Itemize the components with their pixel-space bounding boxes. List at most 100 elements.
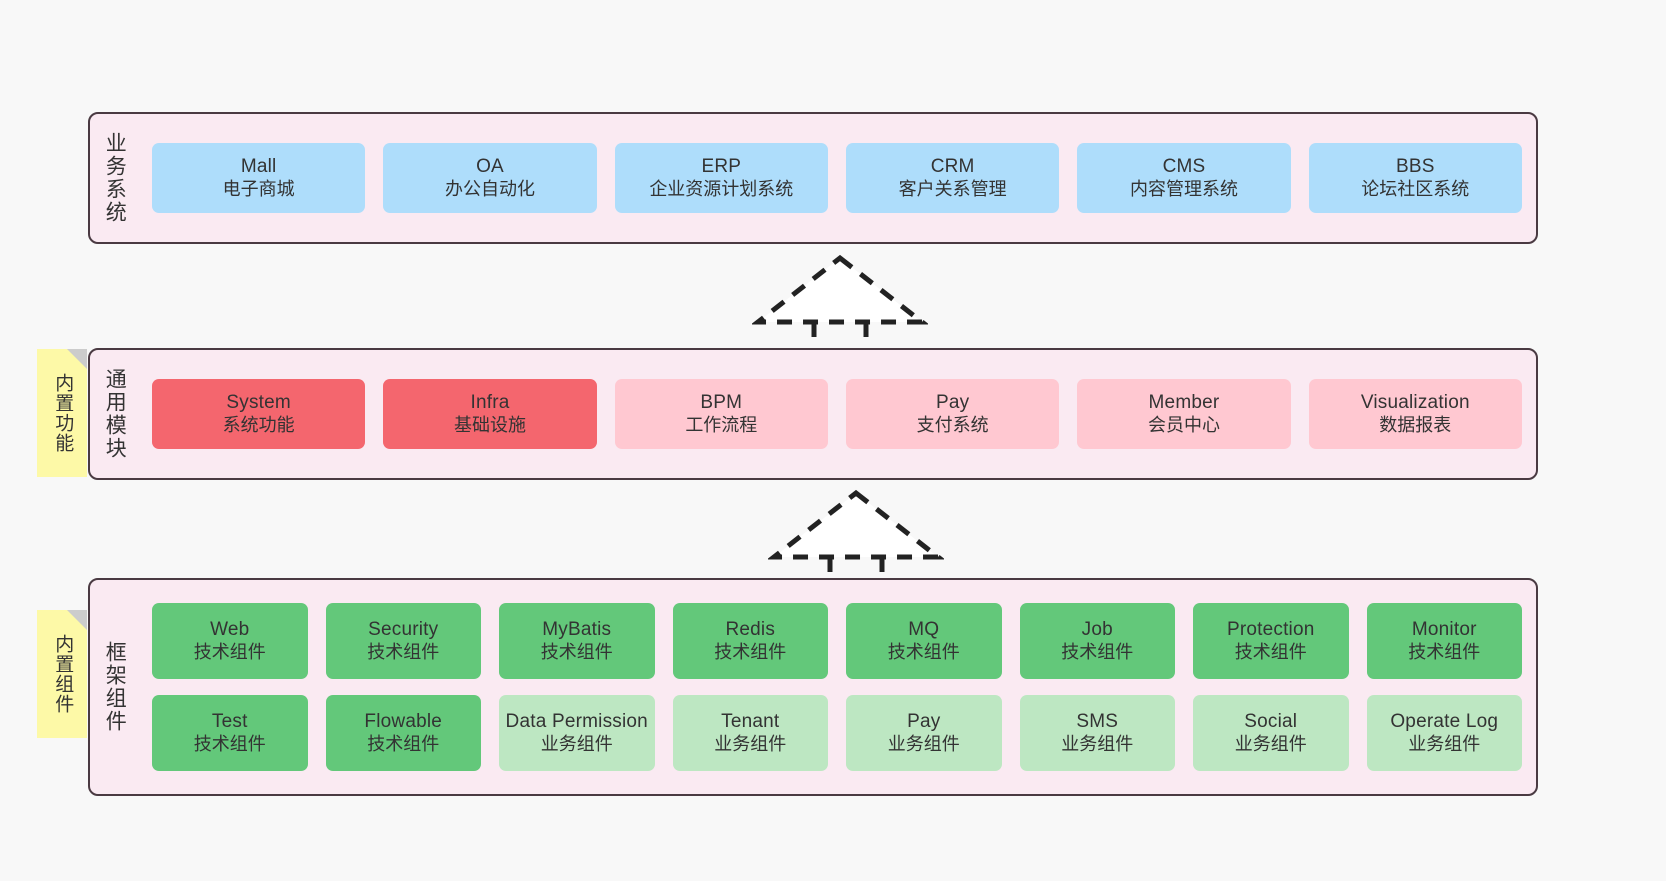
card-title-cn: 业务组件 [1234, 733, 1307, 754]
card-erp[interactable]: ERP 企业资源计划系统 [614, 143, 828, 213]
card-title-cn: 会员中心 [1147, 414, 1220, 435]
layer-business-title: 业务系统 [103, 132, 127, 224]
card-system[interactable]: System 系统功能 [152, 379, 366, 449]
layer-common-module: 通用模块 System 系统功能 Infra 基础设施 BPM 工作流程 Pay… [88, 348, 1538, 480]
card-title-en: CMS [1162, 156, 1206, 178]
card-title-en: Job [1081, 619, 1113, 641]
card-title-en: Mall [240, 156, 277, 178]
card-title-cn: 技术组件 [193, 733, 266, 754]
layer-framework-body: Web 技术组件 Security 技术组件 MyBatis 技术组件 Redi… [138, 580, 1536, 794]
business-card-row: Mall 电子商城 OA 办公自动化 ERP 企业资源计划系统 CRM 客户关系… [152, 143, 1522, 213]
card-title-en: Visualization [1360, 392, 1470, 414]
card-title-cn: 业务组件 [887, 733, 960, 754]
card-flowable[interactable]: Flowable 技术组件 [325, 695, 481, 771]
card-social[interactable]: Social 业务组件 [1193, 695, 1349, 771]
card-visualization[interactable]: Visualization 数据报表 [1308, 379, 1522, 449]
card-crm[interactable]: CRM 客户关系管理 [845, 143, 1060, 213]
card-title-en: Redis [725, 619, 776, 641]
layer-common-body: System 系统功能 Infra 基础设施 BPM 工作流程 Pay 支付系统… [138, 350, 1536, 478]
card-title-en: Security [368, 619, 439, 641]
common-card-row: System 系统功能 Infra 基础设施 BPM 工作流程 Pay 支付系统… [152, 379, 1522, 449]
connector-implement-arrow [768, 489, 944, 579]
card-title-cn: 系统功能 [222, 414, 295, 435]
card-mq[interactable]: MQ 技术组件 [846, 603, 1002, 679]
card-title-cn: 企业资源计划系统 [649, 178, 794, 199]
card-cms[interactable]: CMS 内容管理系统 [1077, 143, 1291, 213]
card-title-en: Flowable [364, 711, 443, 733]
card-title-cn: 工作流程 [685, 414, 758, 435]
layer-framework-title: 框架组件 [103, 641, 127, 733]
layer-business-body: Mall 电子商城 OA 办公自动化 ERP 企业资源计划系统 CRM 客户关系… [138, 114, 1536, 242]
card-operate-log[interactable]: Operate Log 业务组件 [1366, 695, 1522, 771]
card-mybatis[interactable]: MyBatis 技术组件 [499, 603, 655, 679]
card-title-cn: 内容管理系统 [1129, 178, 1238, 199]
card-title-en: Pay [935, 392, 970, 414]
card-title-en: Data Permission [505, 711, 648, 733]
card-title-en: Test [211, 711, 248, 733]
card-title-cn: 支付系统 [916, 414, 989, 435]
card-member[interactable]: Member 会员中心 [1077, 379, 1291, 449]
card-title-en: System [226, 392, 291, 414]
card-job[interactable]: Job 技术组件 [1019, 603, 1175, 679]
card-title-en: MQ [908, 619, 940, 641]
card-title-en: Infra [470, 392, 510, 414]
card-title-cn: 业务组件 [714, 733, 787, 754]
card-test[interactable]: Test 技术组件 [152, 695, 308, 771]
layer-common-title: 通用模块 [103, 368, 127, 460]
card-title-cn: 技术组件 [714, 641, 787, 662]
framework-tech-row: Web 技术组件 Security 技术组件 MyBatis 技术组件 Redi… [152, 603, 1522, 679]
card-title-en: Member [1148, 392, 1220, 414]
card-title-cn: 技术组件 [367, 641, 440, 662]
card-mall[interactable]: Mall 电子商城 [152, 143, 366, 213]
card-bbs[interactable]: BBS 论坛社区系统 [1308, 143, 1522, 213]
card-title-cn: 客户关系管理 [898, 178, 1007, 199]
card-title-cn: 技术组件 [887, 641, 960, 662]
card-title-en: Operate Log [1390, 711, 1499, 733]
card-title-cn: 业务组件 [540, 733, 613, 754]
card-security[interactable]: Security 技术组件 [325, 603, 481, 679]
card-title-en: CRM [930, 156, 975, 178]
card-title-en: Monitor [1411, 619, 1477, 641]
card-data-permission[interactable]: Data Permission 业务组件 [499, 695, 655, 771]
card-title-en: Social [1244, 711, 1298, 733]
card-title-en: SMS [1076, 711, 1119, 733]
card-bpm[interactable]: BPM 工作流程 [614, 379, 828, 449]
card-title-cn: 技术组件 [367, 733, 440, 754]
card-title-en: BBS [1395, 156, 1435, 178]
connector-build-arrow [752, 254, 928, 344]
card-oa[interactable]: OA 办公自动化 [383, 143, 597, 213]
card-title-en: Web [210, 619, 250, 641]
card-title-cn: 技术组件 [1234, 641, 1307, 662]
card-title-cn: 技术组件 [1408, 641, 1481, 662]
card-tenant[interactable]: Tenant 业务组件 [672, 695, 828, 771]
card-pay[interactable]: Pay 支付系统 [845, 379, 1060, 449]
card-title-en: ERP [701, 156, 742, 178]
layer-framework-component: 框架组件 Web 技术组件 Security 技术组件 MyBatis 技术组件… [88, 578, 1538, 796]
framework-biz-row: Test 技术组件 Flowable 技术组件 Data Permission … [152, 695, 1522, 771]
card-web[interactable]: Web 技术组件 [152, 603, 308, 679]
card-title-en: Tenant [721, 711, 780, 733]
card-protection[interactable]: Protection 技术组件 [1193, 603, 1349, 679]
card-title-cn: 数据报表 [1379, 414, 1452, 435]
sticky-note-builtin-features: 内置功能 [37, 349, 87, 477]
card-infra[interactable]: Infra 基础设施 [383, 379, 597, 449]
card-title-en: OA [476, 156, 504, 178]
card-title-cn: 技术组件 [193, 641, 266, 662]
card-sms[interactable]: SMS 业务组件 [1019, 695, 1175, 771]
card-title-cn: 电子商城 [222, 178, 295, 199]
layer-business-system: 业务系统 Mall 电子商城 OA 办公自动化 ERP 企业资源计划系统 CRM… [88, 112, 1538, 244]
card-redis[interactable]: Redis 技术组件 [672, 603, 828, 679]
card-title-en: BPM [700, 392, 743, 414]
sticky-note-builtin-components: 内置组件 [37, 610, 87, 738]
card-monitor[interactable]: Monitor 技术组件 [1366, 603, 1522, 679]
card-title-cn: 技术组件 [540, 641, 613, 662]
card-title-en: MyBatis [542, 619, 612, 641]
card-title-cn: 业务组件 [1408, 733, 1481, 754]
card-title-cn: 技术组件 [1061, 641, 1134, 662]
card-title-cn: 业务组件 [1061, 733, 1134, 754]
card-title-en: Pay [907, 711, 941, 733]
card-title-en: Protection [1226, 619, 1315, 641]
card-title-cn: 基础设施 [453, 414, 526, 435]
card-pay-biz[interactable]: Pay 业务组件 [846, 695, 1002, 771]
card-title-cn: 办公自动化 [444, 178, 535, 199]
